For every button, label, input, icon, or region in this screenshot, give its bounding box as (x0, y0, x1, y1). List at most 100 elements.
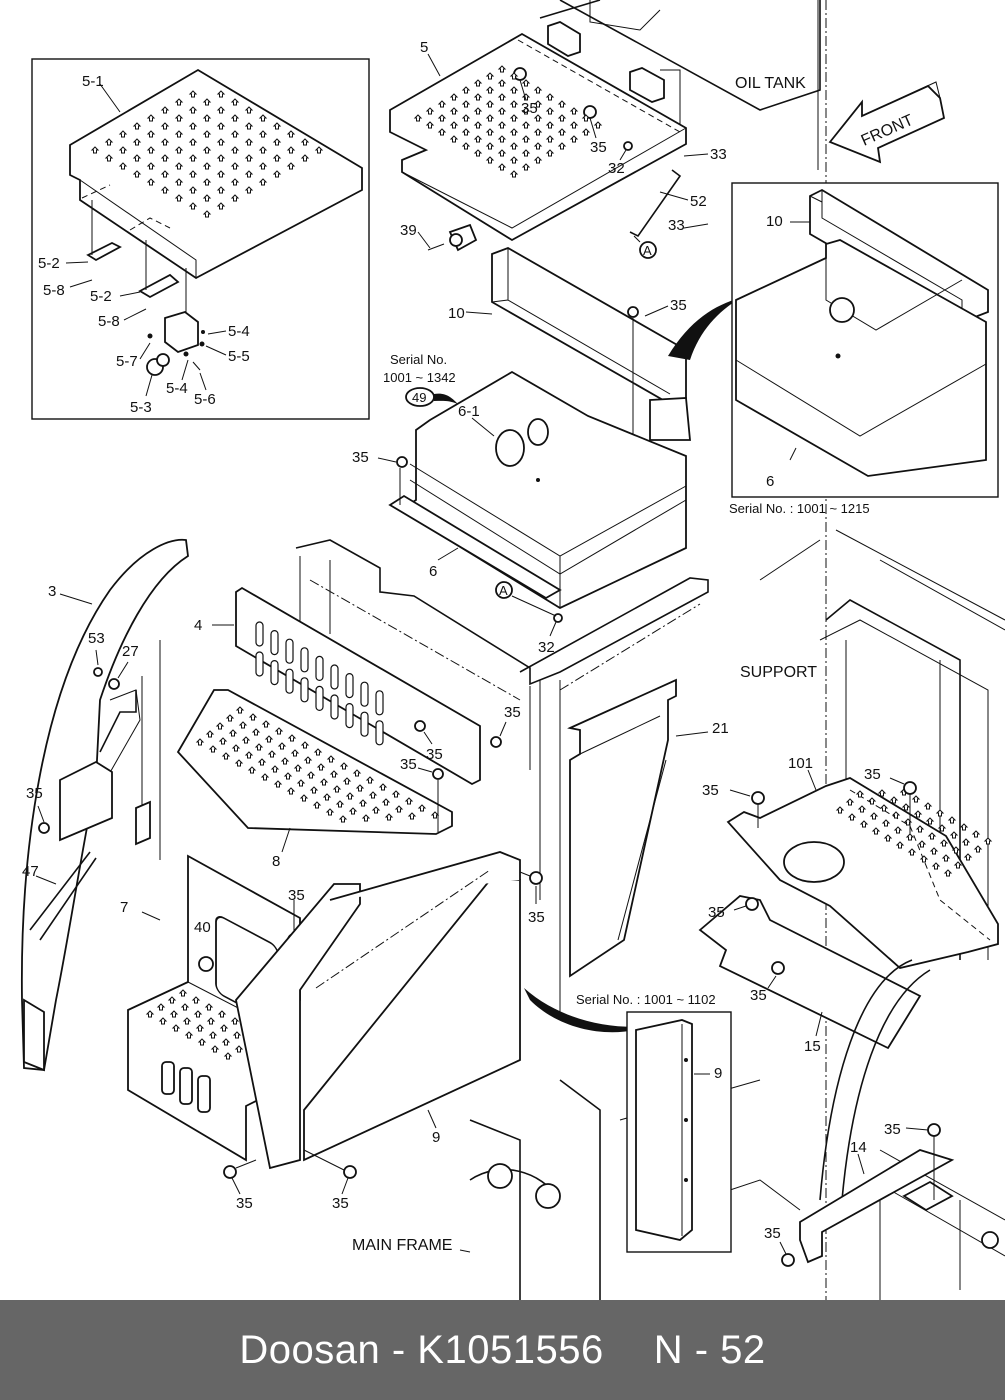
vent-slot (360, 711, 369, 737)
perforation-hole (216, 186, 226, 194)
callout-35: 35 (332, 1195, 349, 1212)
callout-35: 35 (702, 782, 719, 799)
perforation-hole (378, 783, 388, 791)
perforation-hole (557, 114, 567, 122)
perforation-hole (160, 138, 170, 146)
perforation-hole (290, 749, 300, 757)
perforation-hole (216, 106, 226, 114)
perforation-hole (174, 114, 184, 122)
part-number: K1051556 (417, 1327, 604, 1372)
perforation-hole (202, 130, 212, 138)
perforation-hole (248, 713, 258, 721)
perforation-hole (545, 149, 555, 157)
perforation-hole (244, 106, 254, 114)
perforation-hole (437, 100, 447, 108)
oil-tank-label: OIL TANK (735, 75, 806, 92)
callout-6-1: 6-1 (458, 403, 480, 420)
perforation-hole (230, 114, 240, 122)
callout-32: 32 (608, 160, 625, 177)
vent-slot (315, 655, 324, 682)
perforation-hole (145, 1010, 155, 1018)
callout-101: 101 (788, 755, 813, 772)
perforation-hole (244, 751, 254, 759)
perforation-hole (509, 114, 519, 122)
perforation-hole (521, 135, 531, 143)
brand-name: Doosan (239, 1327, 381, 1372)
perforation-hole (339, 762, 349, 770)
callout-49: 49 (412, 390, 426, 405)
perforation-hole (238, 721, 248, 729)
perforation-hole (497, 65, 507, 73)
callout-6: 6 (429, 563, 437, 580)
perforation-hole (939, 839, 949, 847)
vent-slot (345, 702, 354, 729)
perforation-hole (174, 162, 184, 170)
perforation-hole (581, 128, 591, 136)
perforation-hole (345, 792, 355, 800)
callout-35: 35 (590, 139, 607, 156)
perforation-hole (509, 86, 519, 94)
perforation-hole (216, 90, 226, 98)
perforation-hole (286, 130, 296, 138)
callout-5-6: 5-6 (194, 391, 216, 408)
callout-35: 35 (352, 449, 369, 466)
perforation-hole (845, 798, 855, 806)
page-label: N - 52 (653, 1327, 766, 1372)
perforation-hole (485, 156, 495, 164)
perforation-hole (254, 743, 264, 751)
perforation-hole (286, 162, 296, 170)
perforation-hole (312, 801, 322, 809)
perforation-hole (485, 142, 495, 150)
callout-40: 40 (194, 919, 211, 936)
perforation-hole (485, 86, 495, 94)
perforation-hole (306, 771, 316, 779)
perforation-hole (557, 100, 567, 108)
perforation-hole (883, 834, 893, 842)
perforation-hole (205, 730, 215, 738)
perforation-hole (461, 100, 471, 108)
separator: - (391, 1327, 406, 1372)
perforation-hole (174, 178, 184, 186)
perforation-hole (230, 98, 240, 106)
perforation-hole (449, 93, 459, 101)
perforation-hole (497, 163, 507, 171)
perforation-hole (184, 1031, 194, 1039)
perforation-hole (461, 86, 471, 94)
perforation-hole (473, 107, 483, 115)
perforation-hole (889, 796, 899, 804)
perforation-hole (188, 138, 198, 146)
perforation-hole (188, 122, 198, 130)
perforation-hole (218, 737, 228, 745)
perforation-hole (221, 752, 231, 760)
perforation-hole (931, 862, 941, 870)
callout-10: 10 (448, 305, 465, 322)
vent-slot (375, 690, 384, 716)
perforation-hole (90, 146, 100, 154)
perforation-hole (244, 170, 254, 178)
perforation-hole (521, 79, 531, 87)
vent-slot (360, 681, 369, 707)
perforation-hole (437, 114, 447, 122)
perforation-hole (947, 816, 957, 824)
perforation-hole (847, 813, 857, 821)
main-frame-label: MAIN FRAME (352, 1237, 452, 1254)
perforation-hole (485, 100, 495, 108)
perforation-hole (355, 784, 365, 792)
perforation-hole (244, 138, 254, 146)
perforation-hole (300, 154, 310, 162)
perforation-hole (326, 755, 336, 763)
perforation-hole (206, 1017, 216, 1025)
callout-5-4: 5-4 (166, 380, 188, 397)
perforation-hole (338, 815, 348, 823)
callout-35: 35 (26, 785, 43, 802)
vent-slot (300, 677, 309, 703)
perforation-hole (217, 1010, 227, 1018)
perforation-hole (342, 777, 352, 785)
serial-note-49: Serial No. 1001 ~ 1342 49 (383, 352, 458, 407)
perforation-hole (473, 93, 483, 101)
perforation-hole (178, 989, 188, 997)
callout-5-8: 5-8 (98, 313, 120, 330)
perforation-hole (509, 170, 519, 178)
callout-33: 33 (710, 146, 727, 163)
perforation-hole (104, 138, 114, 146)
